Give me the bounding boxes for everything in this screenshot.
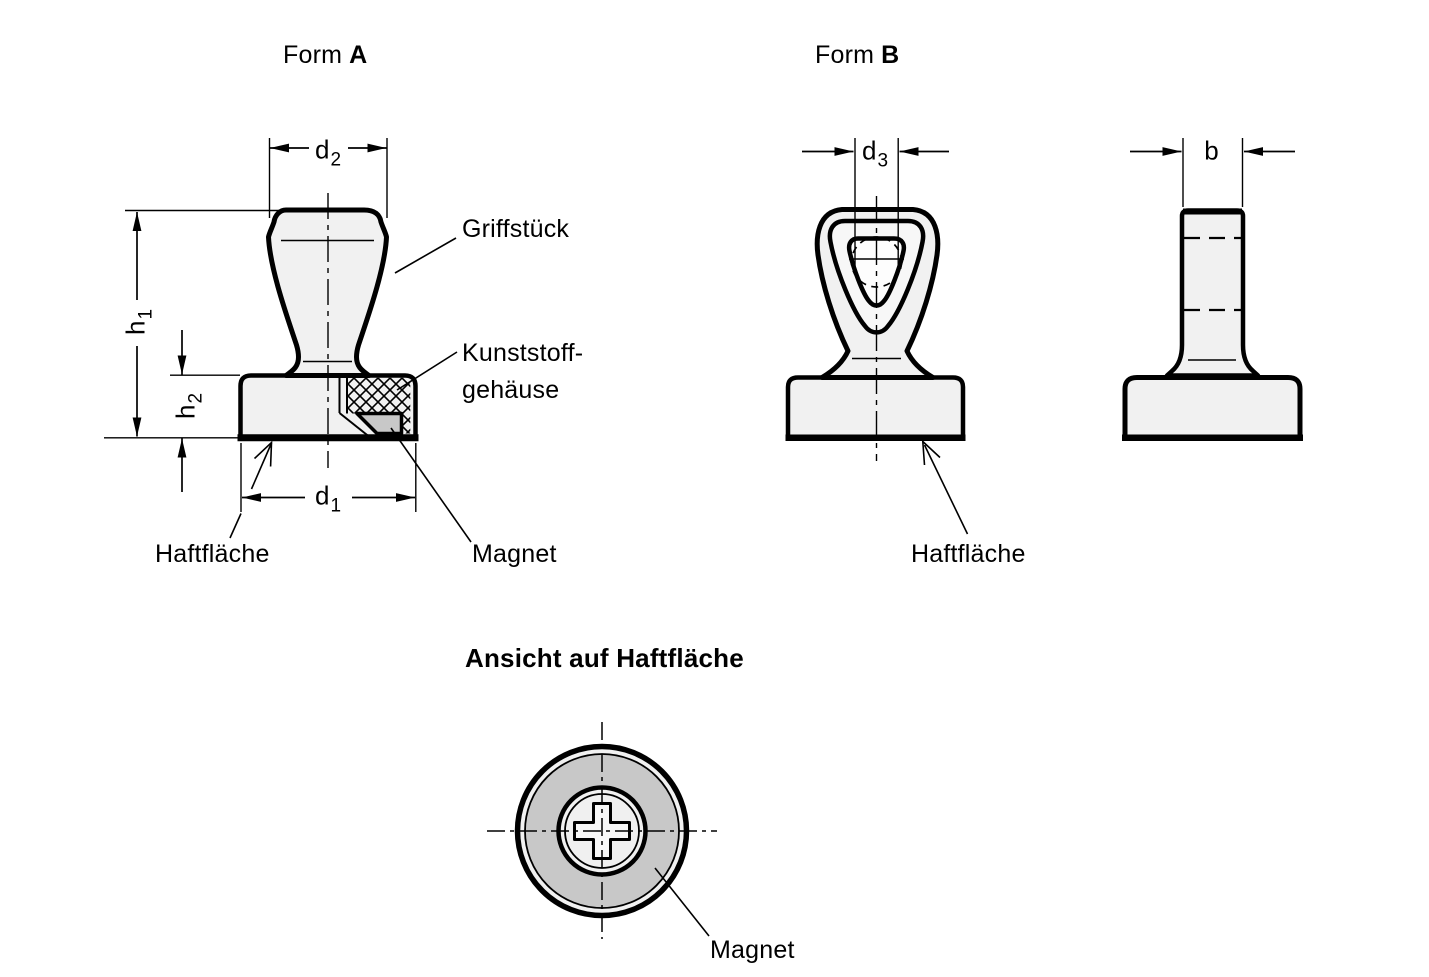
side-stem [1164, 208, 1261, 378]
h1-sub: 1 [135, 308, 157, 320]
d2-base: d [314, 134, 330, 165]
form-b-base [785, 375, 966, 440]
haftflaeche-a-leader [229, 440, 273, 539]
form-a-title-variant: A [349, 41, 368, 69]
kunststoffgehaeuse-label-line2: gehäuse [462, 376, 560, 404]
d3-dimension [802, 138, 949, 272]
d2-dim-label: d2 [314, 134, 341, 171]
d1-sub: 1 [330, 495, 342, 517]
section-boundary-diagonal [338, 412, 370, 438]
magnet-bottom-leader [654, 867, 710, 937]
b-base: b [1204, 135, 1219, 166]
bottom-view-title: Ansicht auf Haftfläche [465, 643, 744, 673]
form-b-title-variant: B [881, 41, 900, 69]
h1-dim-label: h1 [120, 309, 157, 336]
griffstueck-label: Griffstück [462, 215, 570, 243]
kunststoffgehaeuse-label-line1: Kunststoff- [462, 339, 584, 367]
d3-sub: 3 [877, 150, 889, 172]
h2-dim-label: h2 [170, 393, 207, 420]
kunststoff-leader [396, 351, 458, 391]
kunststoff-section-hatch [347, 377, 411, 434]
d3-base: d [861, 135, 877, 166]
b-dim-label: b [1204, 136, 1219, 167]
h2-dimension [170, 330, 240, 492]
open-arrowhead [253, 440, 273, 467]
side-base [1122, 375, 1303, 440]
h1-base: h [120, 320, 151, 336]
form-a-title-prefix: Form [283, 41, 343, 69]
h1-dimension [104, 209, 281, 439]
magnet-a-leader [390, 427, 472, 543]
form-b-side-view [1122, 138, 1303, 442]
h2-sub: 2 [185, 392, 207, 404]
d3-dim-label: d3 [861, 135, 888, 172]
d1-dim-label: d1 [314, 480, 341, 517]
haftflaeche-b-label: Haftfläche [911, 540, 1026, 568]
magnet-bottom-label: Magnet [710, 936, 795, 964]
h2-base: h [170, 404, 201, 420]
form-a-view [104, 138, 472, 543]
haftflaeche-a-label: Haftfläche [155, 540, 270, 568]
haftflaeche-b-leader [921, 439, 969, 535]
magnet-a-label: Magnet [472, 540, 557, 568]
open-arrowhead [921, 439, 941, 466]
form-b-title-prefix: Form [815, 41, 875, 69]
b-dimension [1130, 138, 1295, 207]
d2-dimension [268, 138, 388, 218]
form-b-front-view [785, 138, 969, 535]
bottom-view [487, 722, 717, 939]
d1-base: d [314, 480, 330, 511]
d1-dimension [240, 443, 417, 512]
griffstueck-leader [394, 237, 457, 274]
d2-sub: 2 [330, 149, 342, 171]
kunststoffgehaeuse-label: Kunststoff- gehäuse [462, 335, 583, 409]
